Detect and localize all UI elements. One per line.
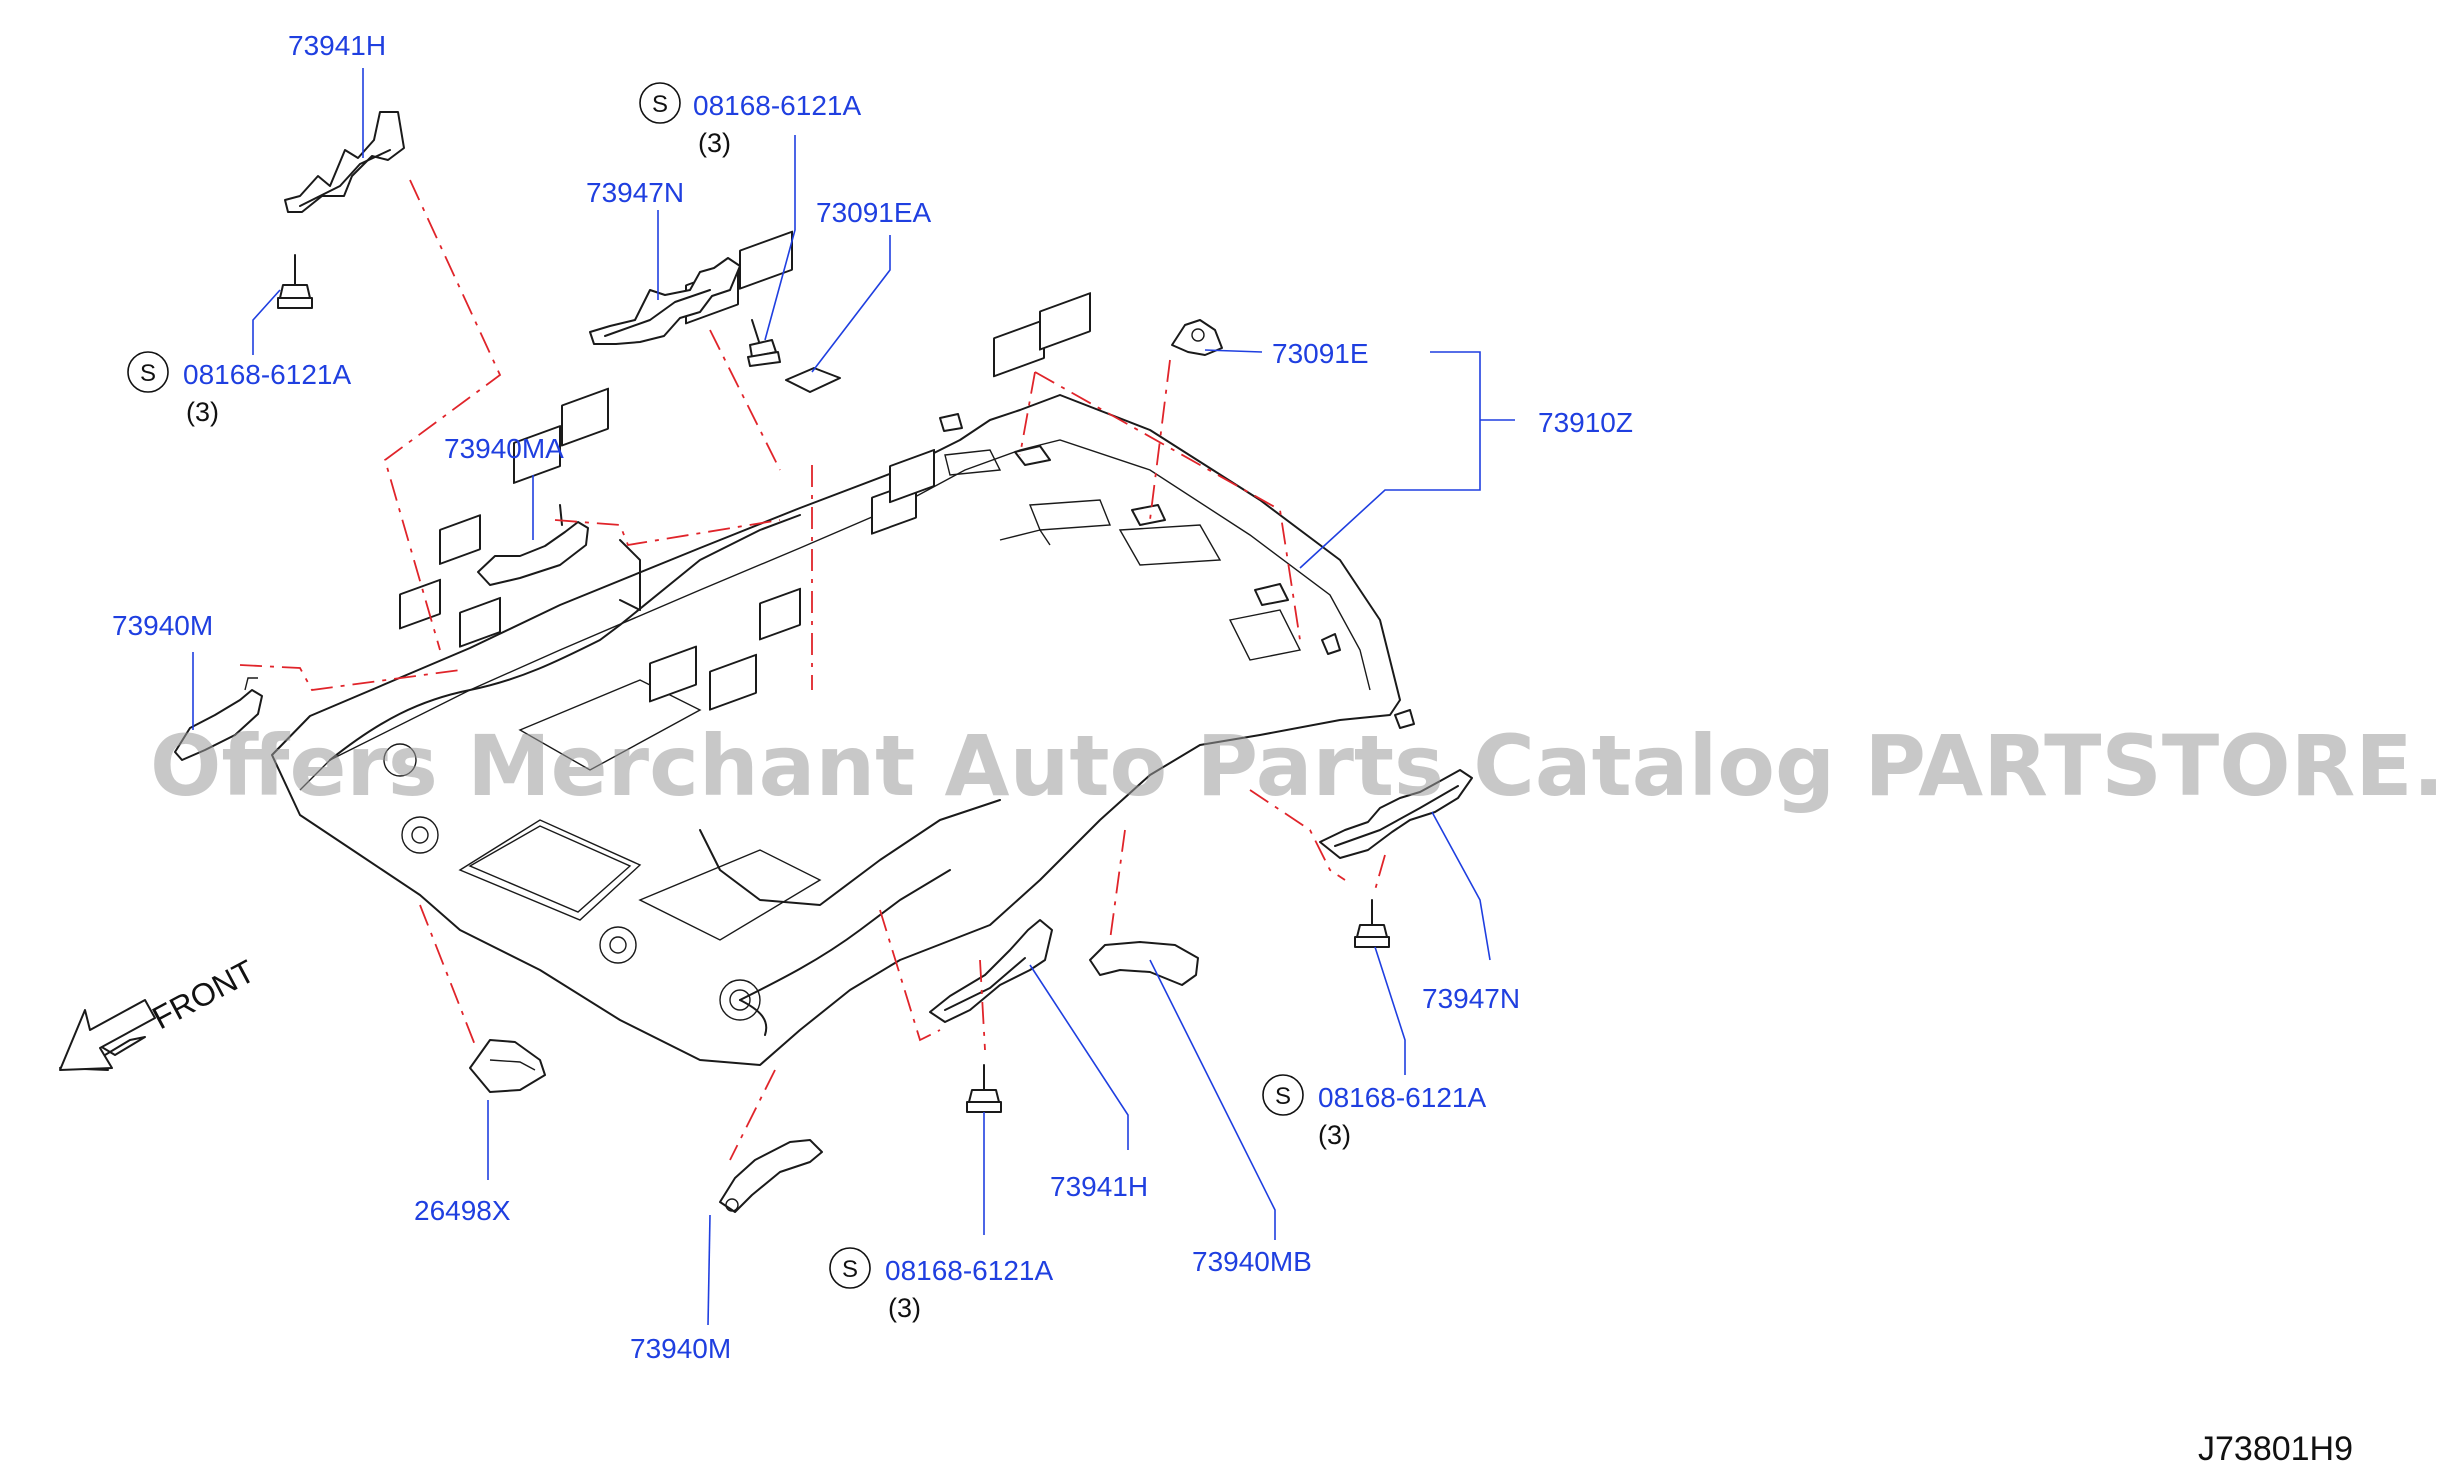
label-screw-bottom[interactable]: 08168-6121A [885,1255,1053,1286]
watermark: Offers Merchant Auto Parts Catalog PARTS… [150,717,2440,815]
label-73947n-right[interactable]: 73947N [1422,983,1520,1014]
front-arrow-icon [59,999,156,1071]
bracket-73941h-top[interactable] [284,111,405,213]
screw-symbol-icon [829,1247,871,1289]
bracket-73941h-bottom[interactable] [929,919,1053,1023]
grip-73940ma[interactable] [477,504,589,586]
label-26498x[interactable]: 26498X [414,1195,511,1226]
screw-right[interactable] [1354,899,1390,948]
diagram-ref: J73801H9 [2198,1430,2353,1468]
label-73910z[interactable]: 73910Z [1538,407,1633,438]
bracket-73947n-right[interactable] [1319,769,1473,859]
screw-symbol-right: S [1275,1083,1291,1110]
front-label: FRONT [146,953,260,1037]
label-73940m-left[interactable]: 73940M [112,610,213,641]
label-73940m-bottom[interactable]: 73940M [630,1333,731,1364]
clip-73091e[interactable] [1171,319,1223,356]
label-screw-left[interactable]: 08168-6121A [183,359,351,390]
qty-screw-bottom: (3) [888,1293,921,1323]
phantom-lines [239,179,1386,1161]
screw-symbol-top-center: S [652,91,668,118]
headlining-panel[interactable] [271,230,1415,1066]
qty-screw-right: (3) [1318,1120,1351,1150]
part-labels: 73941H S 08168-6121A (3) 73947N 73091EA … [112,30,1633,1364]
label-73941h-bottom[interactable]: 73941H [1050,1171,1148,1202]
qty-screw-left: (3) [186,397,219,427]
screw-bottom[interactable] [966,1064,1002,1113]
label-screw-right[interactable]: 08168-6121A [1318,1082,1486,1113]
label-73940mb[interactable]: 73940MB [1192,1246,1312,1277]
label-73091ea[interactable]: 73091EA [816,197,932,228]
pad-73091ea[interactable] [785,367,841,393]
label-73941h-top[interactable]: 73941H [288,30,386,61]
grip-73940m-bottom[interactable] [719,1139,823,1213]
label-73947n-top[interactable]: 73947N [586,177,684,208]
front-indicator: FRONT [59,953,261,1071]
screw-symbol-icon [1262,1074,1304,1116]
leader-lines [192,68,1515,1326]
screw-symbol-icon [639,82,681,124]
screw-symbol-icon [127,351,169,393]
grip-73940mb[interactable] [1089,941,1199,986]
screw-symbol-bottom: S [842,1256,858,1283]
screw-top-center[interactable] [747,319,781,367]
label-screw-top-center[interactable]: 08168-6121A [693,90,861,121]
screw-symbol-left: S [140,360,156,387]
label-73940ma[interactable]: 73940MA [444,433,564,464]
qty-screw-top-center: (3) [698,128,731,158]
grip-73940m-left[interactable] [174,677,263,761]
bracket-73947n-top[interactable] [589,257,741,345]
label-73091e[interactable]: 73091E [1272,338,1369,369]
lamp-26498x[interactable] [469,1039,546,1093]
screw-top-left[interactable] [277,254,313,309]
